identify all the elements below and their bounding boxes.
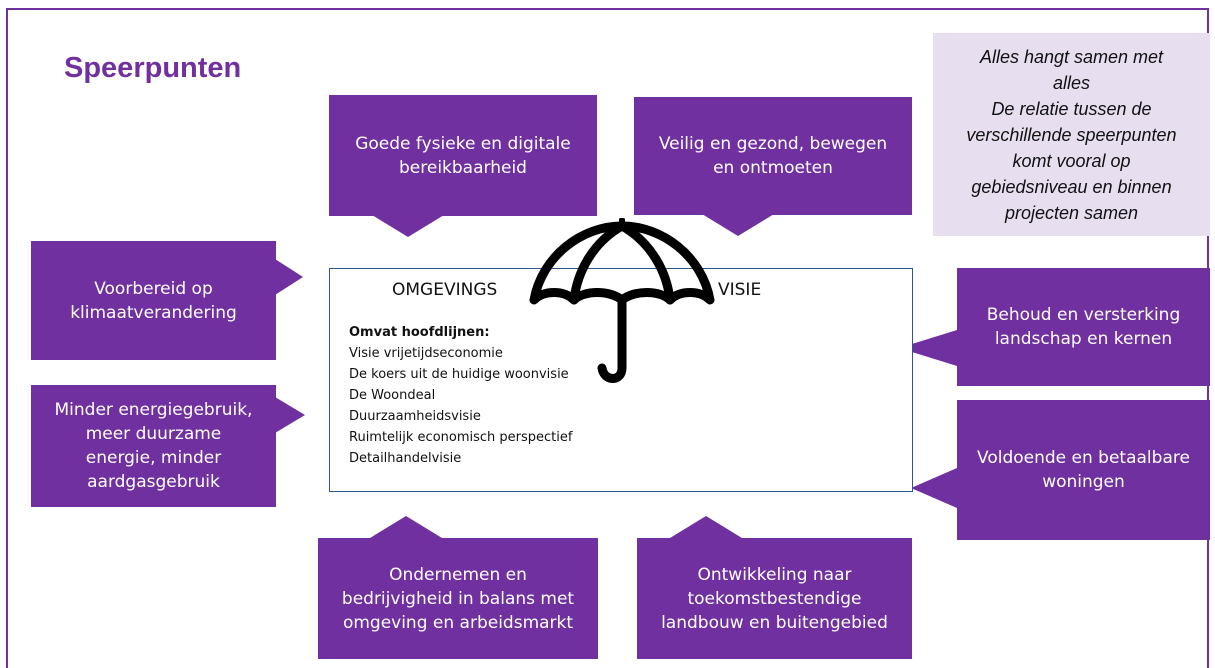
note-line: gebiedsniveau en binnen xyxy=(971,176,1172,197)
callout-line: bereikbaarheid xyxy=(399,157,527,178)
hoofdlijnen-list: Omvat hoofdlijnen: Visie vrijetijdsecono… xyxy=(349,322,572,469)
callout-line: Ontwikkeling naar xyxy=(697,564,852,585)
callout-line: omgeving en arbeidsmarkt xyxy=(342,612,574,633)
callout-line: Voldoende en betaalbare xyxy=(977,448,1190,468)
callout-energie: Minder energiegebruik, meer duurzame ene… xyxy=(31,385,276,507)
callout-bereikbaarheid: Goede fysieke en digitale bereikbaarheid xyxy=(329,95,597,216)
callout-veilig-gezond: Veilig en gezond, bewegen en ontmoeten xyxy=(634,97,912,215)
list-item: Ruimtelijk economisch perspectief xyxy=(349,430,573,445)
callout-line: Voorbereid op xyxy=(94,278,213,299)
callout-ondernemen: Ondernemen en bedrijvigheid in balans me… xyxy=(318,538,598,659)
list-item: De koers uit de huidige woonvisie xyxy=(349,367,569,382)
note-line: komt vooral op xyxy=(1012,150,1131,171)
callout-pointer xyxy=(372,215,444,237)
page-title: Speerpunten xyxy=(64,52,242,84)
callout-line: Veilig en gezond, bewegen xyxy=(658,134,888,154)
box-heading-right: VISIE xyxy=(718,280,762,300)
callout-klimaat: Voorbereid op klimaatverandering xyxy=(31,241,276,360)
callout-line: Ondernemen en xyxy=(389,564,527,585)
callout-landbouw: Ontwikkeling naar toekomstbestendige lan… xyxy=(637,538,912,659)
box-heading-left: OMGEVINGS xyxy=(392,280,498,300)
callout-pointer xyxy=(670,516,742,538)
callout-line: energie, minder xyxy=(85,448,222,468)
callout-line: Minder energiegebruik, xyxy=(54,400,253,420)
callout-woningen: Voldoende en betaalbare woningen xyxy=(957,400,1210,540)
note-line: verschillende speerpunten xyxy=(966,124,1177,145)
list-item: De Woondeal xyxy=(349,388,436,403)
callout-line: woningen xyxy=(1042,472,1125,492)
note-line: De relatie tussen de xyxy=(991,98,1152,119)
callout-line: aardgasgebruik xyxy=(87,472,220,492)
note-line: projecten samen xyxy=(1004,202,1139,223)
callout-line: Goede fysieke en digitale xyxy=(355,133,571,154)
callout-line: Behoud en versterking xyxy=(986,305,1181,325)
callout-line: landbouw en buitengebied xyxy=(661,612,888,633)
callout-line: bedrijvigheid in balans met xyxy=(341,588,575,609)
list-header: Omvat hoofdlijnen: xyxy=(349,325,490,340)
note-line: alles xyxy=(1052,72,1090,93)
callout-line: klimaatverandering xyxy=(70,302,237,323)
callout-pointer xyxy=(702,214,774,236)
list-item: Detailhandelvisie xyxy=(349,451,462,466)
callout-pointer xyxy=(370,516,442,538)
callout-pointer xyxy=(275,397,305,433)
callout-pointer xyxy=(911,468,957,508)
list-item: Visie vrijetijdseconomie xyxy=(349,346,503,361)
callout-line: landschap en kernen xyxy=(994,329,1173,349)
callout-line: toekomstbestendige xyxy=(687,588,862,609)
note-line: Alles hangt samen met xyxy=(979,46,1164,67)
callout-line: meer duurzame xyxy=(85,424,222,444)
callout-line: en ontmoeten xyxy=(713,158,833,178)
callout-landschap: Behoud en versterking landschap en kerne… xyxy=(957,268,1210,386)
note-box: Alles hangt samen met alles De relatie t… xyxy=(933,33,1210,236)
callout-pointer xyxy=(275,259,303,295)
list-item: Duurzaamheidsvisie xyxy=(349,409,481,424)
umbrella-icon xyxy=(529,218,715,383)
